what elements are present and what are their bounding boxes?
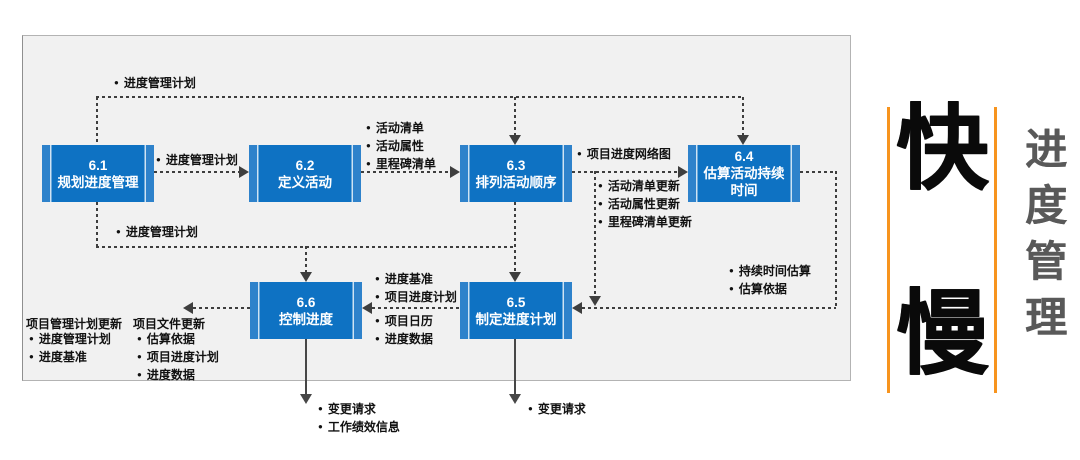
process-name: 定义活动 [278,174,332,190]
list-item: 里程碑清单 [366,156,436,174]
list-item: 活动清单更新 [598,178,692,196]
connector-right-vertical [835,171,837,308]
connector-drop-into-63 [514,97,516,136]
arrowhead-updates-down [589,296,601,306]
connector-into-65-right [582,307,836,309]
process-number: 6.1 [88,157,108,173]
connector-61-up [96,97,98,145]
arrowhead-66-out-left [183,302,193,314]
list-item: 持续时间估算 [729,263,811,281]
list-outputs-64: 持续时间估算估算依据 [729,263,811,299]
list-updates-63: 活动清单更新活动属性更新里程碑清单更新 [598,178,692,232]
process-box-6-4: 6.4 估算活动持续时间 [688,145,800,202]
connector-63-to-64 [572,171,678,173]
list-into-66-upper: 进度基准项目进度计划 [375,271,457,307]
label-pm-plan-updates-title: 项目管理计划更新 [26,317,123,331]
label-network-diagram: 项目进度网络图 [577,145,671,162]
connector-66-down-solid [305,339,307,395]
fast-character: 快 [895,98,988,200]
connector-top-horizontal [96,96,744,98]
list-outputs-62: 活动清单活动属性里程碑清单 [366,120,436,174]
list-item: 里程碑清单更新 [598,214,692,232]
process-number: 6.5 [506,294,526,310]
list-item: 活动清单 [366,120,436,138]
label-schedule-plan-61-62: 进度管理计划 [156,151,238,168]
list-item: 变更请求 [318,401,400,419]
process-box-6-3: 6.3 排列活动顺序 [460,145,572,202]
diagram-panel [22,35,851,381]
list-item: 进度数据 [375,331,433,349]
process-number: 6.4 [734,149,754,164]
connector-63-to-65 [514,202,516,273]
process-box-6-5: 6.5 制定进度计划 [460,282,572,339]
arrowhead-65-down [509,394,521,404]
list-item: 进度数据 [137,367,219,385]
connector-updates-vertical [594,171,596,296]
arrowhead-into-65-top [509,272,521,282]
connector-66-out-left [193,307,250,309]
process-box-6-2: 6.2 定义活动 [249,145,361,202]
list-item: 估算依据 [729,281,811,299]
list-item: 项目进度计划 [375,289,457,307]
slow-character: 慢 [895,283,988,385]
arrowhead-into-66-top [300,272,312,282]
connector-drop-into-64 [742,97,744,136]
process-name: 控制进度 [279,311,333,327]
list-pm-plan-updates: 进度管理计划进度基准 [29,331,111,367]
arrowhead-into-64-top [737,135,749,145]
arrowhead-into-64 [678,166,688,178]
arrowhead-into-65-right [572,302,582,314]
process-box-6-1: 6.1 规划进度管理 [42,145,154,202]
list-doc-updates: 估算依据项目进度计划进度数据 [137,331,219,385]
process-name: 排列活动顺序 [475,174,557,190]
process-number: 6.3 [506,157,526,173]
label-schedule-plan-mid: 进度管理计划 [116,223,198,240]
list-outputs-66-bottom: 变更请求工作绩效信息 [318,401,400,437]
list-item: 活动属性 [366,138,436,156]
orange-accent-line-left [887,107,890,393]
process-name: 估算活动持续时间 [703,166,785,198]
process-name: 规划进度管理 [57,174,139,190]
process-name: 制定进度计划 [475,311,557,327]
arrowhead-into-63 [450,166,460,178]
list-item: 进度管理计划 [29,331,111,349]
list-item: 工作绩效信息 [318,419,400,437]
connector-65-down-solid [514,339,516,395]
vertical-title: 进度管理 [1024,126,1067,341]
orange-accent-line-right [994,107,997,393]
arrowhead-into-62 [239,166,249,178]
label-schedule-plan-top: 进度管理计划 [114,74,196,91]
arrowhead-66-down [300,394,312,404]
list-item: 变更请求 [528,401,586,419]
label-doc-updates-title: 项目文件更新 [133,317,206,331]
list-item: 项目进度计划 [137,349,219,367]
list-item: 活动属性更新 [598,196,692,214]
process-number: 6.6 [296,294,316,310]
connector-61-down [96,202,98,247]
connector-61-to-62 [154,171,239,173]
list-into-66-lower: 项目日历进度数据 [375,313,433,349]
list-item: 进度基准 [29,349,111,367]
connector-64-out-right [800,171,837,173]
arrowhead-into-66-right [362,302,372,314]
connector-65-to-66 [372,307,460,309]
process-box-6-6: 6.6 控制进度 [250,282,362,339]
connector-drop-into-66 [305,246,307,273]
list-item: 估算依据 [137,331,219,349]
arrowhead-into-63-top [509,135,521,145]
process-number: 6.2 [295,157,315,173]
list-item: 进度基准 [375,271,457,289]
list-item: 项目日历 [375,313,433,331]
list-outputs-65-bottom: 变更请求 [528,401,586,419]
